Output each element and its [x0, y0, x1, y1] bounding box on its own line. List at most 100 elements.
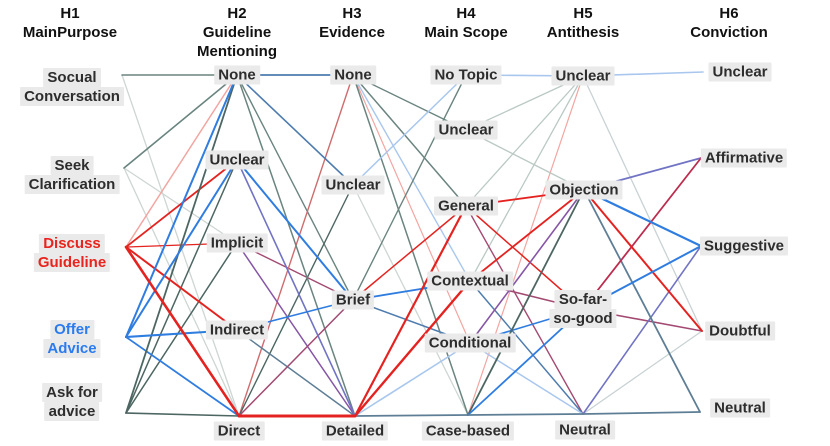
node-label-text: Advice — [43, 339, 101, 358]
node-label-text: No Topic — [430, 65, 502, 85]
node-label-text: Offer — [50, 320, 94, 339]
edge-unclear4-objection5 — [465, 129, 585, 191]
node-unclear3: Unclear — [321, 175, 385, 195]
node-label-text: Implicit — [206, 233, 268, 253]
node-label-text: so-good — [549, 309, 617, 328]
node-label-text: Suggestive — [699, 236, 789, 256]
node-label-text: So-far- — [554, 290, 612, 309]
column-header-line: H1 — [60, 5, 80, 22]
edge-none3-conditional4 — [352, 74, 471, 344]
edge-indirect2-detailed3 — [236, 329, 356, 417]
node-label-text: advice — [44, 402, 100, 421]
node-label-text: Affirmative — [700, 148, 788, 168]
edge-contextual4-unclear5 — [469, 75, 584, 282]
edge-brief3-notopic4 — [352, 74, 467, 301]
node-affirmative6: Affirmative — [700, 148, 788, 168]
edge-unclear3-casebased4 — [352, 184, 469, 416]
column-header-line: H4 — [456, 5, 476, 22]
node-none2: None — [214, 65, 260, 85]
edge-ask-none2 — [125, 74, 238, 414]
node-unclear4: Unclear — [434, 120, 498, 140]
edge-seek-none2 — [123, 74, 238, 169]
column-header-line: Main Scope — [424, 24, 508, 41]
node-casebased4: Case-based — [421, 421, 515, 441]
node-none3: None — [330, 65, 376, 85]
edge-none3-general4 — [352, 74, 467, 207]
node-label-text: Clarification — [24, 175, 120, 194]
node-label-text: Neutral — [555, 420, 615, 440]
column-header-line: H5 — [573, 5, 593, 22]
node-unclear6: Unclear — [708, 62, 772, 82]
edge-neutral5-suggestive6 — [582, 245, 702, 415]
edge-discuss-none2 — [125, 74, 238, 248]
node-label-text: Case-based — [421, 421, 515, 441]
node-objection5: Objection — [545, 180, 623, 200]
node-label-text: Socual — [43, 68, 101, 87]
edge-contextual4-neutral5 — [469, 280, 584, 415]
column-header-line: H3 — [342, 5, 362, 22]
column-header-line: H6 — [719, 5, 739, 22]
node-suggestive6: Suggestive — [699, 236, 789, 256]
column-header-line: Mentioning — [197, 43, 277, 60]
edge-objection5-neutral6 — [583, 189, 701, 413]
node-label-text: Conditional — [424, 333, 516, 353]
node-neutral6: Neutral — [710, 398, 770, 418]
edge-sofar5-affirmative6 — [582, 157, 702, 310]
edge-direct2-brief3 — [238, 299, 354, 417]
node-label-text: General — [434, 196, 498, 216]
node-notopic4: No Topic — [430, 65, 502, 85]
edge-general4-neutral5 — [465, 205, 584, 415]
node-general4: General — [434, 196, 498, 216]
edge-general4-unclear5 — [465, 75, 584, 207]
edge-conditional4-neutral5 — [469, 342, 584, 415]
node-label-text: Unclear — [551, 66, 615, 86]
edge-detailed3-casebased4 — [354, 414, 469, 417]
edge-seek-implicit2 — [123, 167, 238, 244]
node-contextual4: Contextual — [427, 271, 513, 291]
edge-casebased4-unclear5 — [467, 75, 584, 416]
node-detailed3: Detailed — [321, 421, 389, 441]
column-header-line: Evidence — [319, 24, 385, 41]
edge-contextual4-objection5 — [469, 189, 585, 282]
column-header-line: Guideline — [202, 24, 272, 41]
edge-unclear2-brief3 — [236, 159, 354, 301]
edge-neutral5-neutral6 — [582, 411, 701, 415]
edge-discuss-direct2 — [124, 245, 241, 418]
edge-unclear3-notopic4 — [352, 74, 467, 186]
node-unclear5: Unclear — [551, 66, 615, 86]
column-header-line: Antithesis — [546, 24, 620, 41]
edge-detailed3-general4 — [353, 204, 468, 418]
edge-offer-none2 — [125, 74, 238, 338]
edge-unclear5-doubtful6 — [582, 75, 703, 332]
node-label-text: Unclear — [321, 175, 385, 195]
node-label-text: None — [330, 65, 376, 85]
edge-conditional4-objection5 — [469, 189, 585, 344]
column-header-line: Conviction — [690, 24, 768, 41]
node-label-text: Indirect — [205, 320, 269, 340]
node-label-text: Neutral — [710, 398, 770, 418]
node-label-text: Brief — [331, 290, 375, 310]
node-label-text: Doubtful — [705, 321, 775, 341]
node-unclear2: Unclear — [205, 150, 269, 170]
edge-objection5-doubtful6 — [583, 189, 703, 332]
node-sofar5: So-far-so-good — [549, 290, 617, 328]
edge-brief3-general4 — [352, 205, 467, 301]
node-label-text: Conversation — [20, 87, 124, 106]
node-indirect2: Indirect — [205, 320, 269, 340]
node-label-text: Detailed — [321, 421, 389, 441]
column-header-line: H2 — [227, 5, 247, 22]
node-doubtful6: Doubtful — [705, 321, 775, 341]
node-label-text: Unclear — [205, 150, 269, 170]
edge-offer-unclear2 — [125, 159, 238, 338]
node-conditional4: Conditional — [424, 333, 516, 353]
node-label-text: Seek — [50, 156, 94, 175]
node-label-text: Discuss — [39, 234, 105, 253]
edge-detailed3-conditional4 — [354, 342, 471, 417]
